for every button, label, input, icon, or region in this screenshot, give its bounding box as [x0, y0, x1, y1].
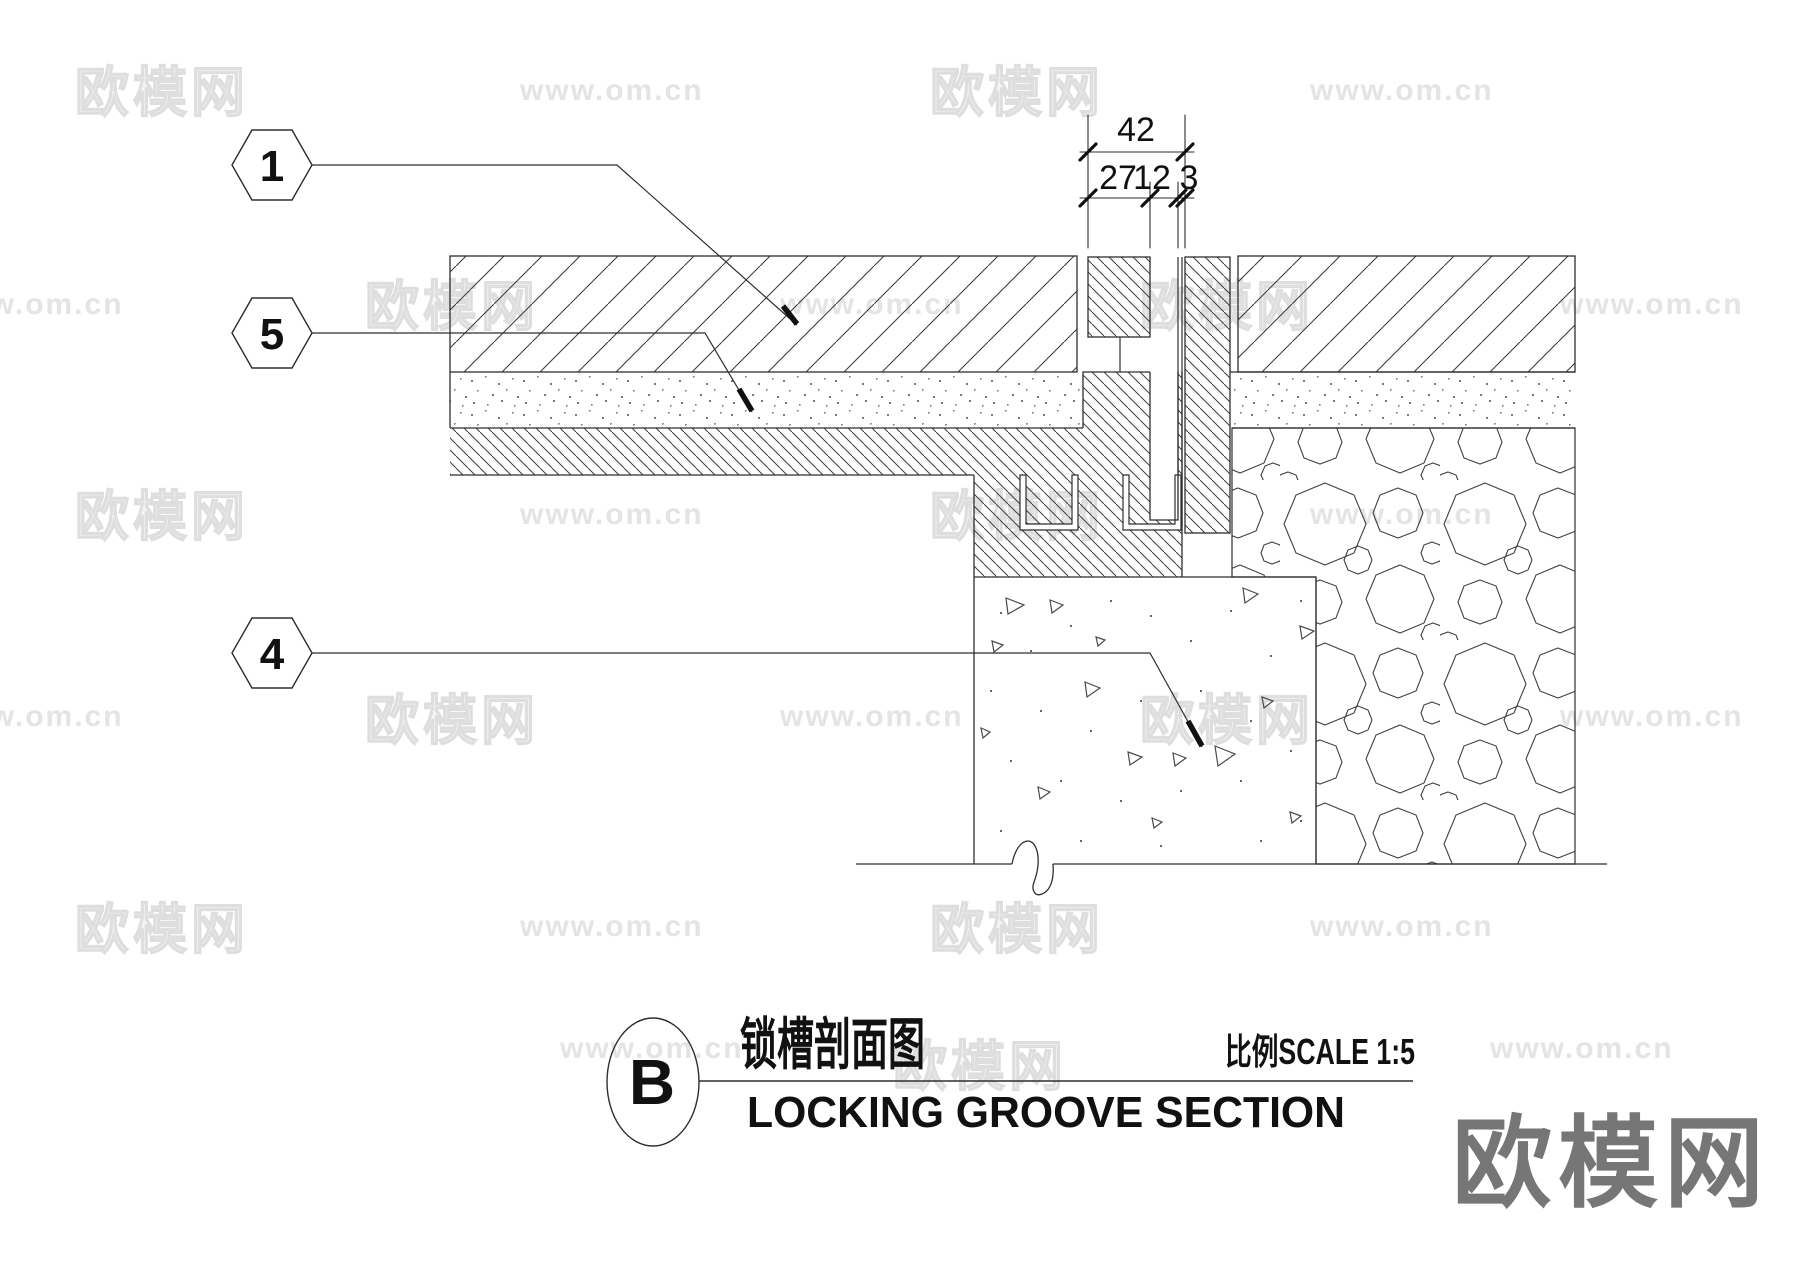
right-mortar-stipple [1232, 372, 1575, 428]
callout-5-label: 5 [260, 310, 284, 359]
concrete-dots [990, 600, 1302, 847]
site-logo: 欧模网 [1452, 1108, 1770, 1220]
u-channel-left [1019, 474, 1079, 531]
drawing-scale: 比例SCALE 1:5 [1225, 1031, 1415, 1072]
left-mortar-stipple [450, 373, 1083, 428]
dim-total: 42 [1117, 111, 1155, 149]
drawing-title-en: LOCKING GROOVE SECTION [747, 1088, 1345, 1137]
dim-seg2: 12 [1133, 159, 1171, 197]
gravel-fill [1231, 427, 1576, 865]
detail-bubble [606, 1017, 700, 1147]
floor-assembly [449, 255, 1607, 896]
leader-lines [312, 164, 1205, 748]
hexagon-marker [231, 129, 313, 201]
detail-letter: B [629, 1046, 675, 1118]
drawing-title-cn: 锁槽剖面图 [740, 1013, 925, 1076]
dimension-group: 42 27 12 3 [1078, 111, 1199, 249]
hexagon-marker [231, 617, 313, 689]
u-channel-right [1122, 474, 1182, 531]
dimension-ticks [1078, 142, 1195, 208]
right-finish-slab-hatch [1237, 255, 1576, 373]
callout-1-label: 1 [260, 142, 284, 191]
edge-strip-hatch [1184, 256, 1231, 534]
callout-5: 5 [231, 297, 313, 369]
break-symbol [1011, 840, 1054, 896]
callout-4-label: 4 [260, 630, 285, 679]
ground-line [856, 840, 1607, 896]
concrete-triangles [980, 587, 1316, 830]
callout-4: 4 [231, 617, 313, 689]
callout-1: 1 [231, 129, 313, 201]
lock-block-hatch [1087, 256, 1151, 338]
left-finish-slab-hatch [449, 255, 1078, 373]
dim-seg1: 27 [1099, 159, 1137, 197]
hexagon-marker [231, 297, 313, 369]
dim-seg3: 3 [1180, 159, 1199, 197]
title-block: B 锁槽剖面图 比例SCALE 1:5 LOCKING GROOVE SECTI… [606, 1013, 1415, 1147]
